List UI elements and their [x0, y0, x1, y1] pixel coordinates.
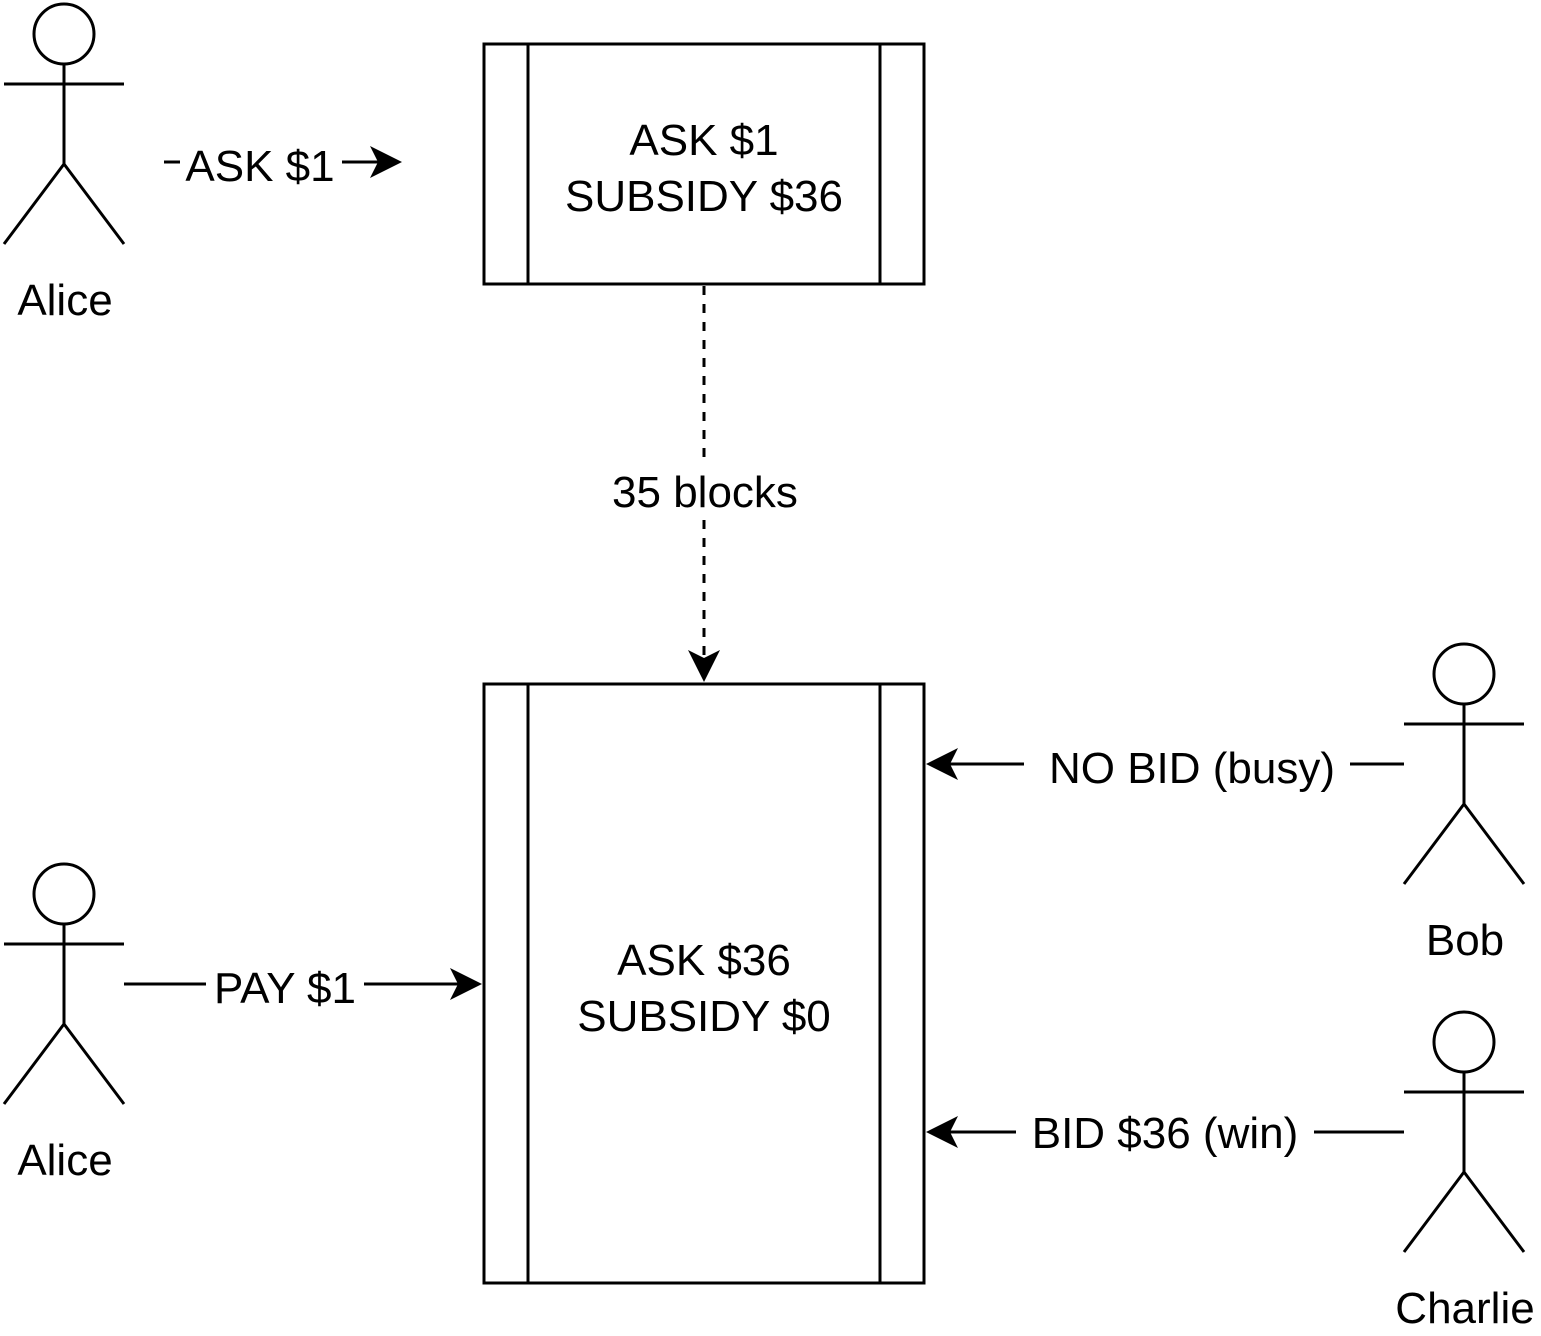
edge-arrowhead	[370, 146, 402, 178]
actor-right-leg	[1462, 803, 1526, 885]
edge-arrowhead	[926, 748, 958, 780]
actor-name: Charlie	[1395, 1284, 1534, 1333]
actor-alice-top: Alice	[2, 2, 126, 325]
actor-left-leg	[2, 1023, 66, 1105]
actor-head	[32, 2, 96, 66]
edge-label: BID $36 (win)	[1032, 1109, 1299, 1158]
actor-head	[32, 862, 96, 926]
top-box-ask: ASK $1	[629, 116, 778, 165]
blocks-connector: 35 blocks	[600, 286, 808, 682]
edge-label-bg	[1016, 1104, 1314, 1162]
actor-left-leg	[2, 163, 66, 245]
bottom-process-box: ASK $36 SUBSIDY $0	[482, 682, 926, 1285]
actor-charlie: Charlie	[1395, 1010, 1535, 1333]
bottom-box-ask: ASK $36	[617, 936, 791, 985]
edge-label: NO BID (busy)	[1049, 744, 1335, 793]
top-box-subsidy: SUBSIDY $36	[565, 172, 843, 221]
edge-label: ASK $1	[185, 142, 334, 191]
actor-right-leg	[62, 163, 126, 245]
edge-alice-ask: ASK $1	[164, 134, 402, 192]
actor-name: Bob	[1426, 916, 1504, 965]
edge-bob-no-bid: NO BID (busy)	[926, 736, 1404, 794]
actor-bob: Bob	[1402, 642, 1526, 965]
blocks-label-bg	[600, 460, 808, 520]
edge-alice-pay: PAY $1	[124, 956, 482, 1014]
actor-head	[1432, 1010, 1496, 1074]
actor-name: Alice	[17, 1136, 112, 1185]
actor-head	[1432, 642, 1496, 706]
blocks-label: 35 blocks	[612, 468, 798, 517]
bottom-box-frame	[482, 682, 926, 1285]
actor-left-leg	[1402, 803, 1466, 885]
edge-label: PAY $1	[214, 964, 356, 1013]
actor-left-leg	[1402, 1171, 1466, 1253]
top-process-box: ASK $1 SUBSIDY $36	[482, 42, 926, 286]
edge-label-bg	[206, 956, 364, 1014]
bottom-box-subsidy: SUBSIDY $0	[577, 992, 831, 1041]
edge-arrowhead	[450, 968, 482, 1000]
actor-right-leg	[62, 1023, 126, 1105]
top-box-frame	[482, 42, 926, 286]
actor-alice-bottom: Alice	[2, 862, 126, 1185]
actor-name: Alice	[17, 276, 112, 325]
edge-charlie-bid: BID $36 (win)	[926, 1104, 1404, 1162]
edge-label-bg	[1024, 736, 1350, 794]
blocks-arrowhead	[688, 650, 720, 682]
edge-arrowhead	[926, 1116, 958, 1148]
edge-label-bg	[180, 134, 342, 192]
actor-right-leg	[1462, 1171, 1526, 1253]
